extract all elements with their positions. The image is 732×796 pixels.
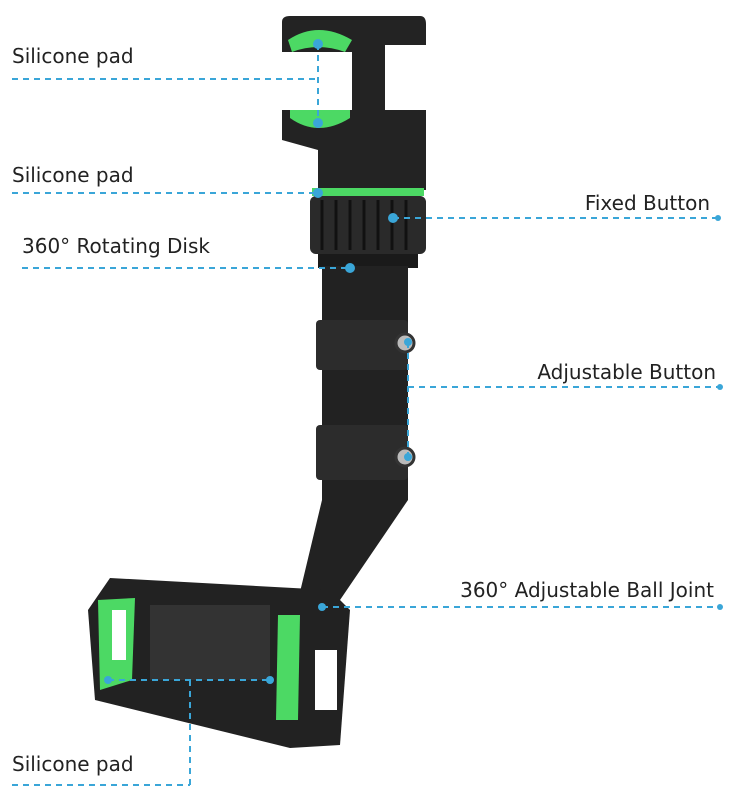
label-silicone-pad-bottom: Silicone pad [12,752,134,776]
label-silicone-pad-middle: Silicone pad [12,163,134,187]
label-silicone-pad-top: Silicone pad [12,44,134,68]
label-rotating-disk: 360° Rotating Disk [22,234,210,258]
rotating-collar [310,188,426,268]
label-ball-joint: 360° Adjustable Ball Joint [460,578,714,602]
label-adjustable-button: Adjustable Button [537,360,716,384]
callout-lines [12,44,720,786]
callout-dots [104,39,723,684]
phone-cradle [88,578,350,748]
label-fixed-button: Fixed Button [584,191,710,215]
adjustable-arm [300,266,416,600]
top-clamp [282,16,426,190]
